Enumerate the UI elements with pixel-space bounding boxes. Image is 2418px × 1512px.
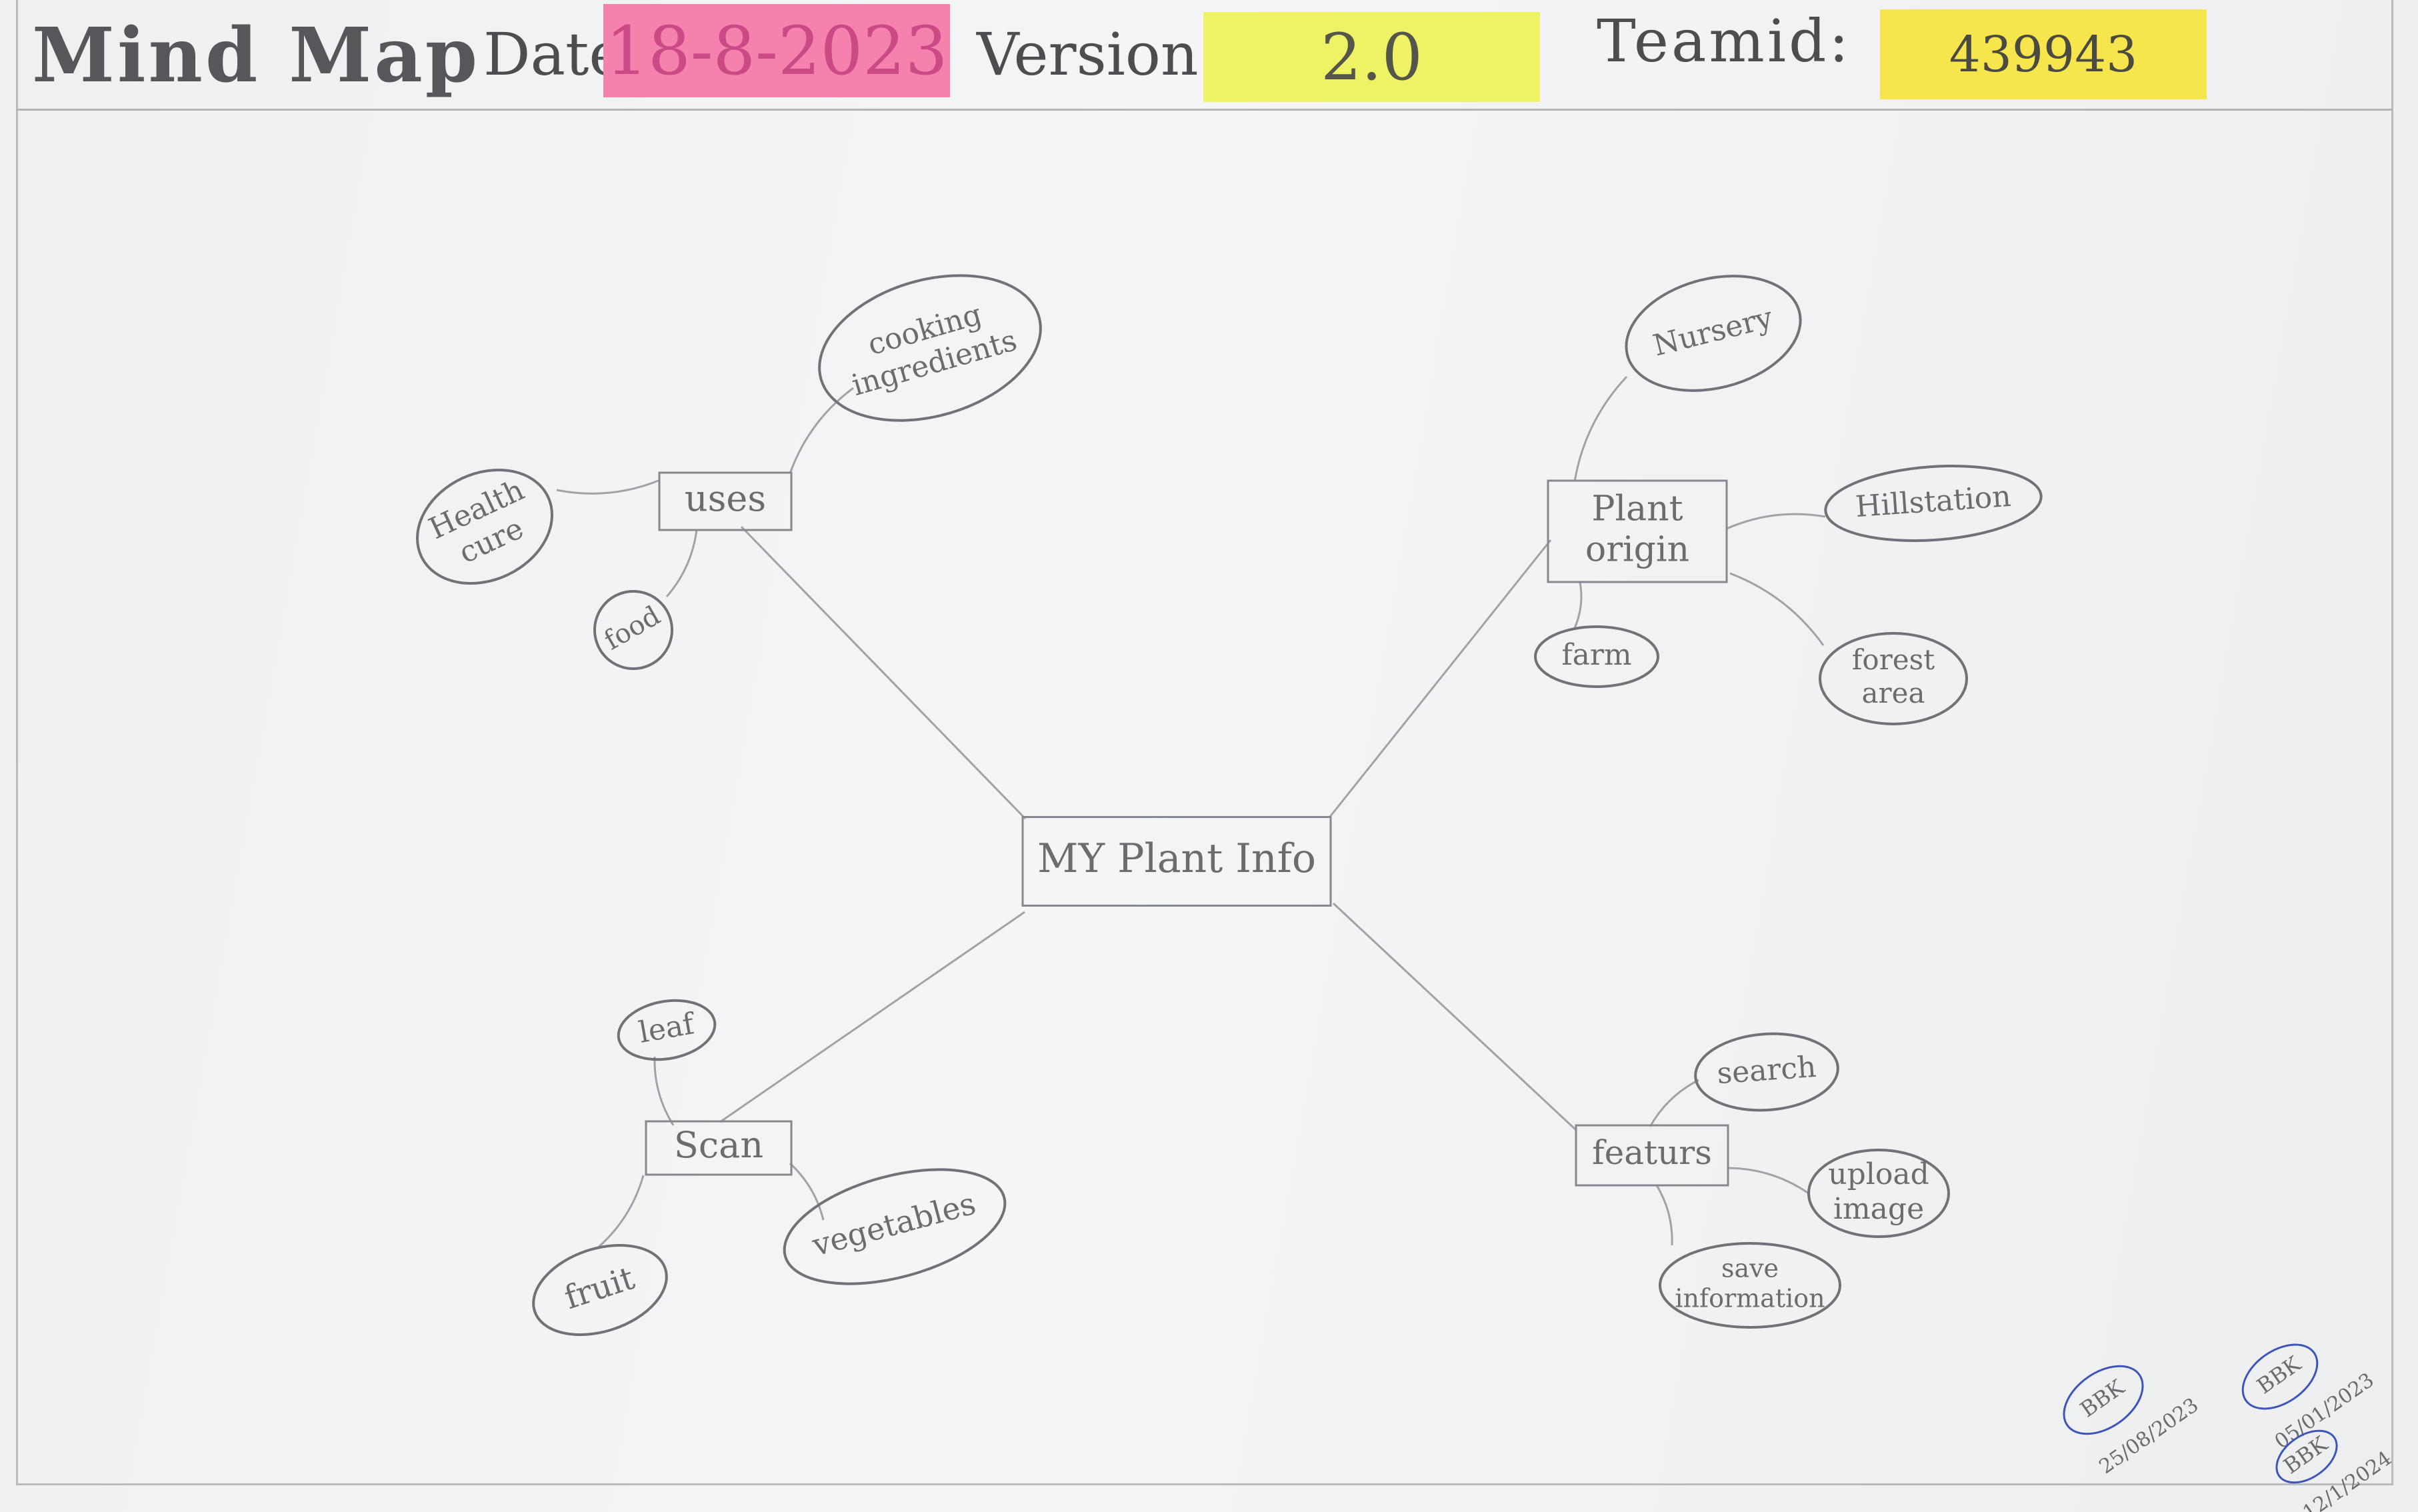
leaf-node-oval <box>1694 1032 1839 1112</box>
leaf-node-leaf: leaf <box>617 999 717 1061</box>
leaf-node-label: fruit <box>560 1259 639 1317</box>
leaf-node-label: food <box>599 600 666 656</box>
branch-node-box <box>645 1120 793 1176</box>
version-sticky-note: 2.0 <box>1203 12 1540 102</box>
central-node: MY Plant Info <box>1021 816 1332 907</box>
teamid-sticky-note: 439943 <box>1880 9 2207 99</box>
leaf-node-vegetables: vegetables <box>783 1168 1007 1285</box>
edge-uses-health-cure <box>556 479 661 495</box>
edge-featurs-upload-image <box>1728 1167 1809 1195</box>
branch-node-box <box>1547 479 1728 583</box>
leaf-node-label: Healthcure <box>424 473 544 577</box>
leaf-node-health-cure: Healthcure <box>416 468 553 585</box>
leaf-node-label: leaf <box>636 1006 698 1049</box>
edge-plant-origin-hillstation <box>1726 513 1826 530</box>
branch-node-uses: uses <box>658 471 793 531</box>
mind-map-edges <box>556 375 1826 1250</box>
leaf-node-nursery: Nursery <box>1625 275 1802 392</box>
edge-center-featurs <box>1332 902 1577 1131</box>
leaf-node-label: search <box>1716 1049 1817 1090</box>
edge-center-scan <box>719 911 1025 1123</box>
branch-node-scan: Scan <box>645 1120 793 1176</box>
leaf-node-oval <box>818 274 1042 422</box>
leaf-node-oval <box>593 590 673 670</box>
branch-node-label: uses <box>685 477 766 519</box>
leaf-node-label: Nursery <box>1650 300 1776 363</box>
leaf-node-label: farm <box>1561 638 1631 672</box>
leaf-node-oval <box>532 1243 668 1337</box>
leaf-node-farm: farm <box>1534 625 1659 688</box>
leaf-node-oval <box>1534 625 1659 688</box>
stamp-circle <box>2241 1343 2319 1410</box>
edge-scan-fruit <box>596 1175 645 1250</box>
stamp-circle <box>2063 1365 2144 1435</box>
leaf-node-cooking-ingredients: cookingingredients <box>818 274 1042 422</box>
leaf-node-search: search <box>1694 1032 1839 1112</box>
branch-node-label: Scan <box>674 1124 763 1166</box>
leaf-node-oval <box>1819 632 1968 725</box>
branch-node-label: featurs <box>1592 1133 1712 1172</box>
edge-featurs-search <box>1649 1079 1699 1127</box>
teamid-label: Teamid: <box>1597 7 1851 75</box>
edge-plant-origin-farm <box>1573 581 1583 629</box>
edge-featurs-save-information <box>1655 1185 1673 1246</box>
edge-plant-origin-forest-area <box>1729 572 1825 646</box>
version-value: 2.0 <box>1321 19 1423 95</box>
date-sticky-note: 18-8-2023 <box>603 4 950 97</box>
edge-plant-origin-nursery <box>1573 375 1628 482</box>
edge-uses-cooking-ingredients <box>789 387 854 474</box>
stamp-circle <box>2275 1429 2338 1484</box>
leaf-node-oval <box>1659 1242 1841 1329</box>
edge-center-uses <box>740 525 1027 820</box>
leaf-node-oval <box>783 1168 1007 1285</box>
leaf-node-fruit: fruit <box>532 1243 668 1337</box>
leaf-node-oval <box>1625 275 1802 392</box>
central-node-label: MY Plant Info <box>1037 835 1316 882</box>
page-title: Mind Map <box>32 12 481 99</box>
edge-scan-leaf <box>653 1056 675 1126</box>
branch-node-box <box>658 471 793 531</box>
leaf-node-oval <box>617 999 717 1061</box>
branch-node-box <box>1575 1124 1729 1187</box>
leaf-node-oval <box>1807 1149 1950 1238</box>
date-value: 18-8-2023 <box>605 11 948 90</box>
teamid-value: 439943 <box>1949 25 2138 83</box>
leaf-node-oval <box>1824 464 2043 543</box>
edge-center-plant-origin <box>1329 539 1552 817</box>
header-divider <box>16 109 2393 111</box>
leaf-node-oval <box>416 468 553 585</box>
edge-scan-vegetables <box>789 1162 825 1221</box>
leaf-node-hillstation: Hillstation <box>1824 464 2043 543</box>
branch-node-featurs: featurs <box>1575 1124 1729 1187</box>
version-label: Version: <box>977 20 1219 89</box>
leaf-node-label: Hillstation <box>1854 479 2012 523</box>
central-node-box <box>1021 816 1332 907</box>
page-border <box>16 0 2393 1485</box>
edge-uses-food <box>665 529 698 597</box>
leaf-node-label: cookingingredients <box>839 290 1021 403</box>
